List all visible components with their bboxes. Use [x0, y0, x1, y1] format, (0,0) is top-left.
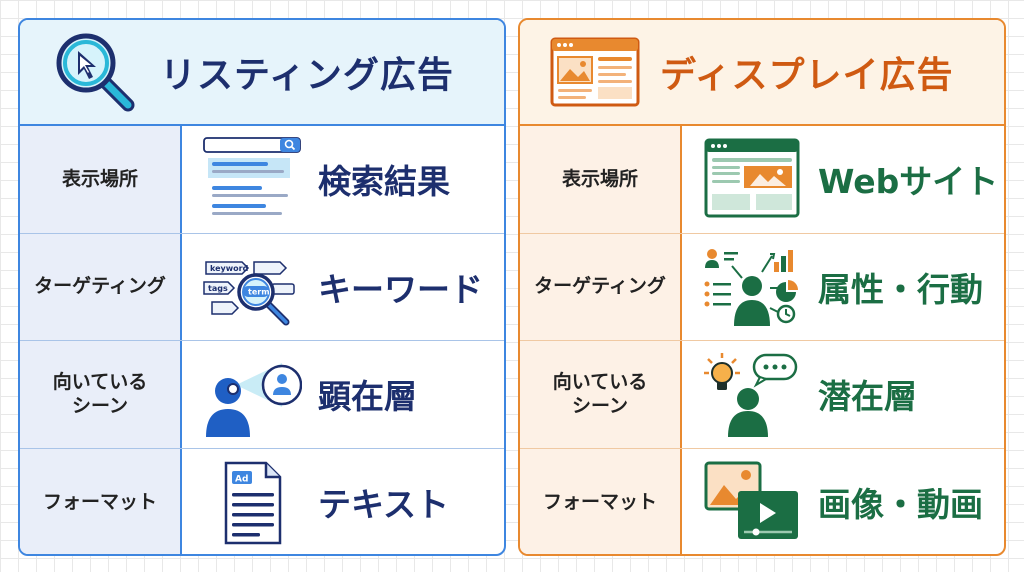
website-banner-icon	[704, 138, 800, 218]
image-video-icon	[704, 461, 798, 540]
web-layout-icon	[550, 37, 640, 107]
ad-badge-text: Ad	[235, 475, 248, 485]
row-value: 属性・行動	[818, 269, 983, 309]
display-ads-panel: ディスプレイ広告 表示場所	[518, 18, 1006, 556]
term-tag-text: term	[248, 287, 270, 296]
row-label: フォーマット	[520, 448, 682, 554]
row-label: 向いているシーン	[520, 341, 682, 448]
row-value: Webサイト	[818, 162, 999, 202]
display-row-scene: 向いているシーン 潜在層	[520, 341, 1004, 449]
listing-ads-header: リスティング広告	[20, 20, 504, 126]
text-ad-document-icon: Ad	[224, 462, 282, 545]
listing-row-format: フォーマット Ad テキスト	[20, 448, 504, 554]
display-ads-title: ディスプレイ広告	[660, 55, 954, 96]
row-label: フォーマット	[20, 448, 182, 554]
keyword-tags-icon: keyword tags term	[203, 261, 295, 326]
display-row-placement: 表示場所 Webサイト	[520, 126, 1004, 234]
row-label: 向いているシーン	[20, 341, 182, 448]
listing-row-placement: 表示場所 検索結果	[20, 126, 504, 234]
row-value: テキスト	[318, 485, 450, 525]
row-label: ターゲティング	[20, 233, 182, 340]
row-value: 顕在層	[318, 377, 417, 417]
search-results-icon	[203, 137, 301, 216]
row-value: 画像・動画	[818, 485, 983, 525]
listing-row-targeting: ターゲティング keyword tags term キ	[20, 233, 504, 341]
display-row-targeting: ターゲティング	[520, 233, 1004, 341]
row-value: 潜在層	[818, 377, 917, 417]
keyword-tag-text: keyword	[210, 264, 249, 273]
person-searching-icon	[206, 363, 302, 438]
listing-row-scene: 向いているシーン 顕在層	[20, 341, 504, 449]
row-value: キーワード	[318, 269, 483, 309]
row-value: 検索結果	[318, 162, 450, 202]
magnifier-cursor-icon	[56, 33, 135, 112]
row-label: ターゲティング	[520, 233, 682, 340]
row-label: 表示場所	[20, 126, 182, 233]
tags-tag-text: tags	[208, 284, 228, 293]
display-row-format: フォーマット 画像・動画	[520, 448, 1004, 554]
person-idea-icon	[704, 353, 798, 438]
listing-ads-panel: リスティング広告 表示場所 検索結果	[18, 18, 506, 556]
row-label: 表示場所	[520, 126, 682, 233]
listing-ads-title: リスティング広告	[160, 55, 454, 96]
display-ads-header: ディスプレイ広告	[520, 20, 1004, 126]
audience-analytics-icon	[704, 248, 798, 326]
